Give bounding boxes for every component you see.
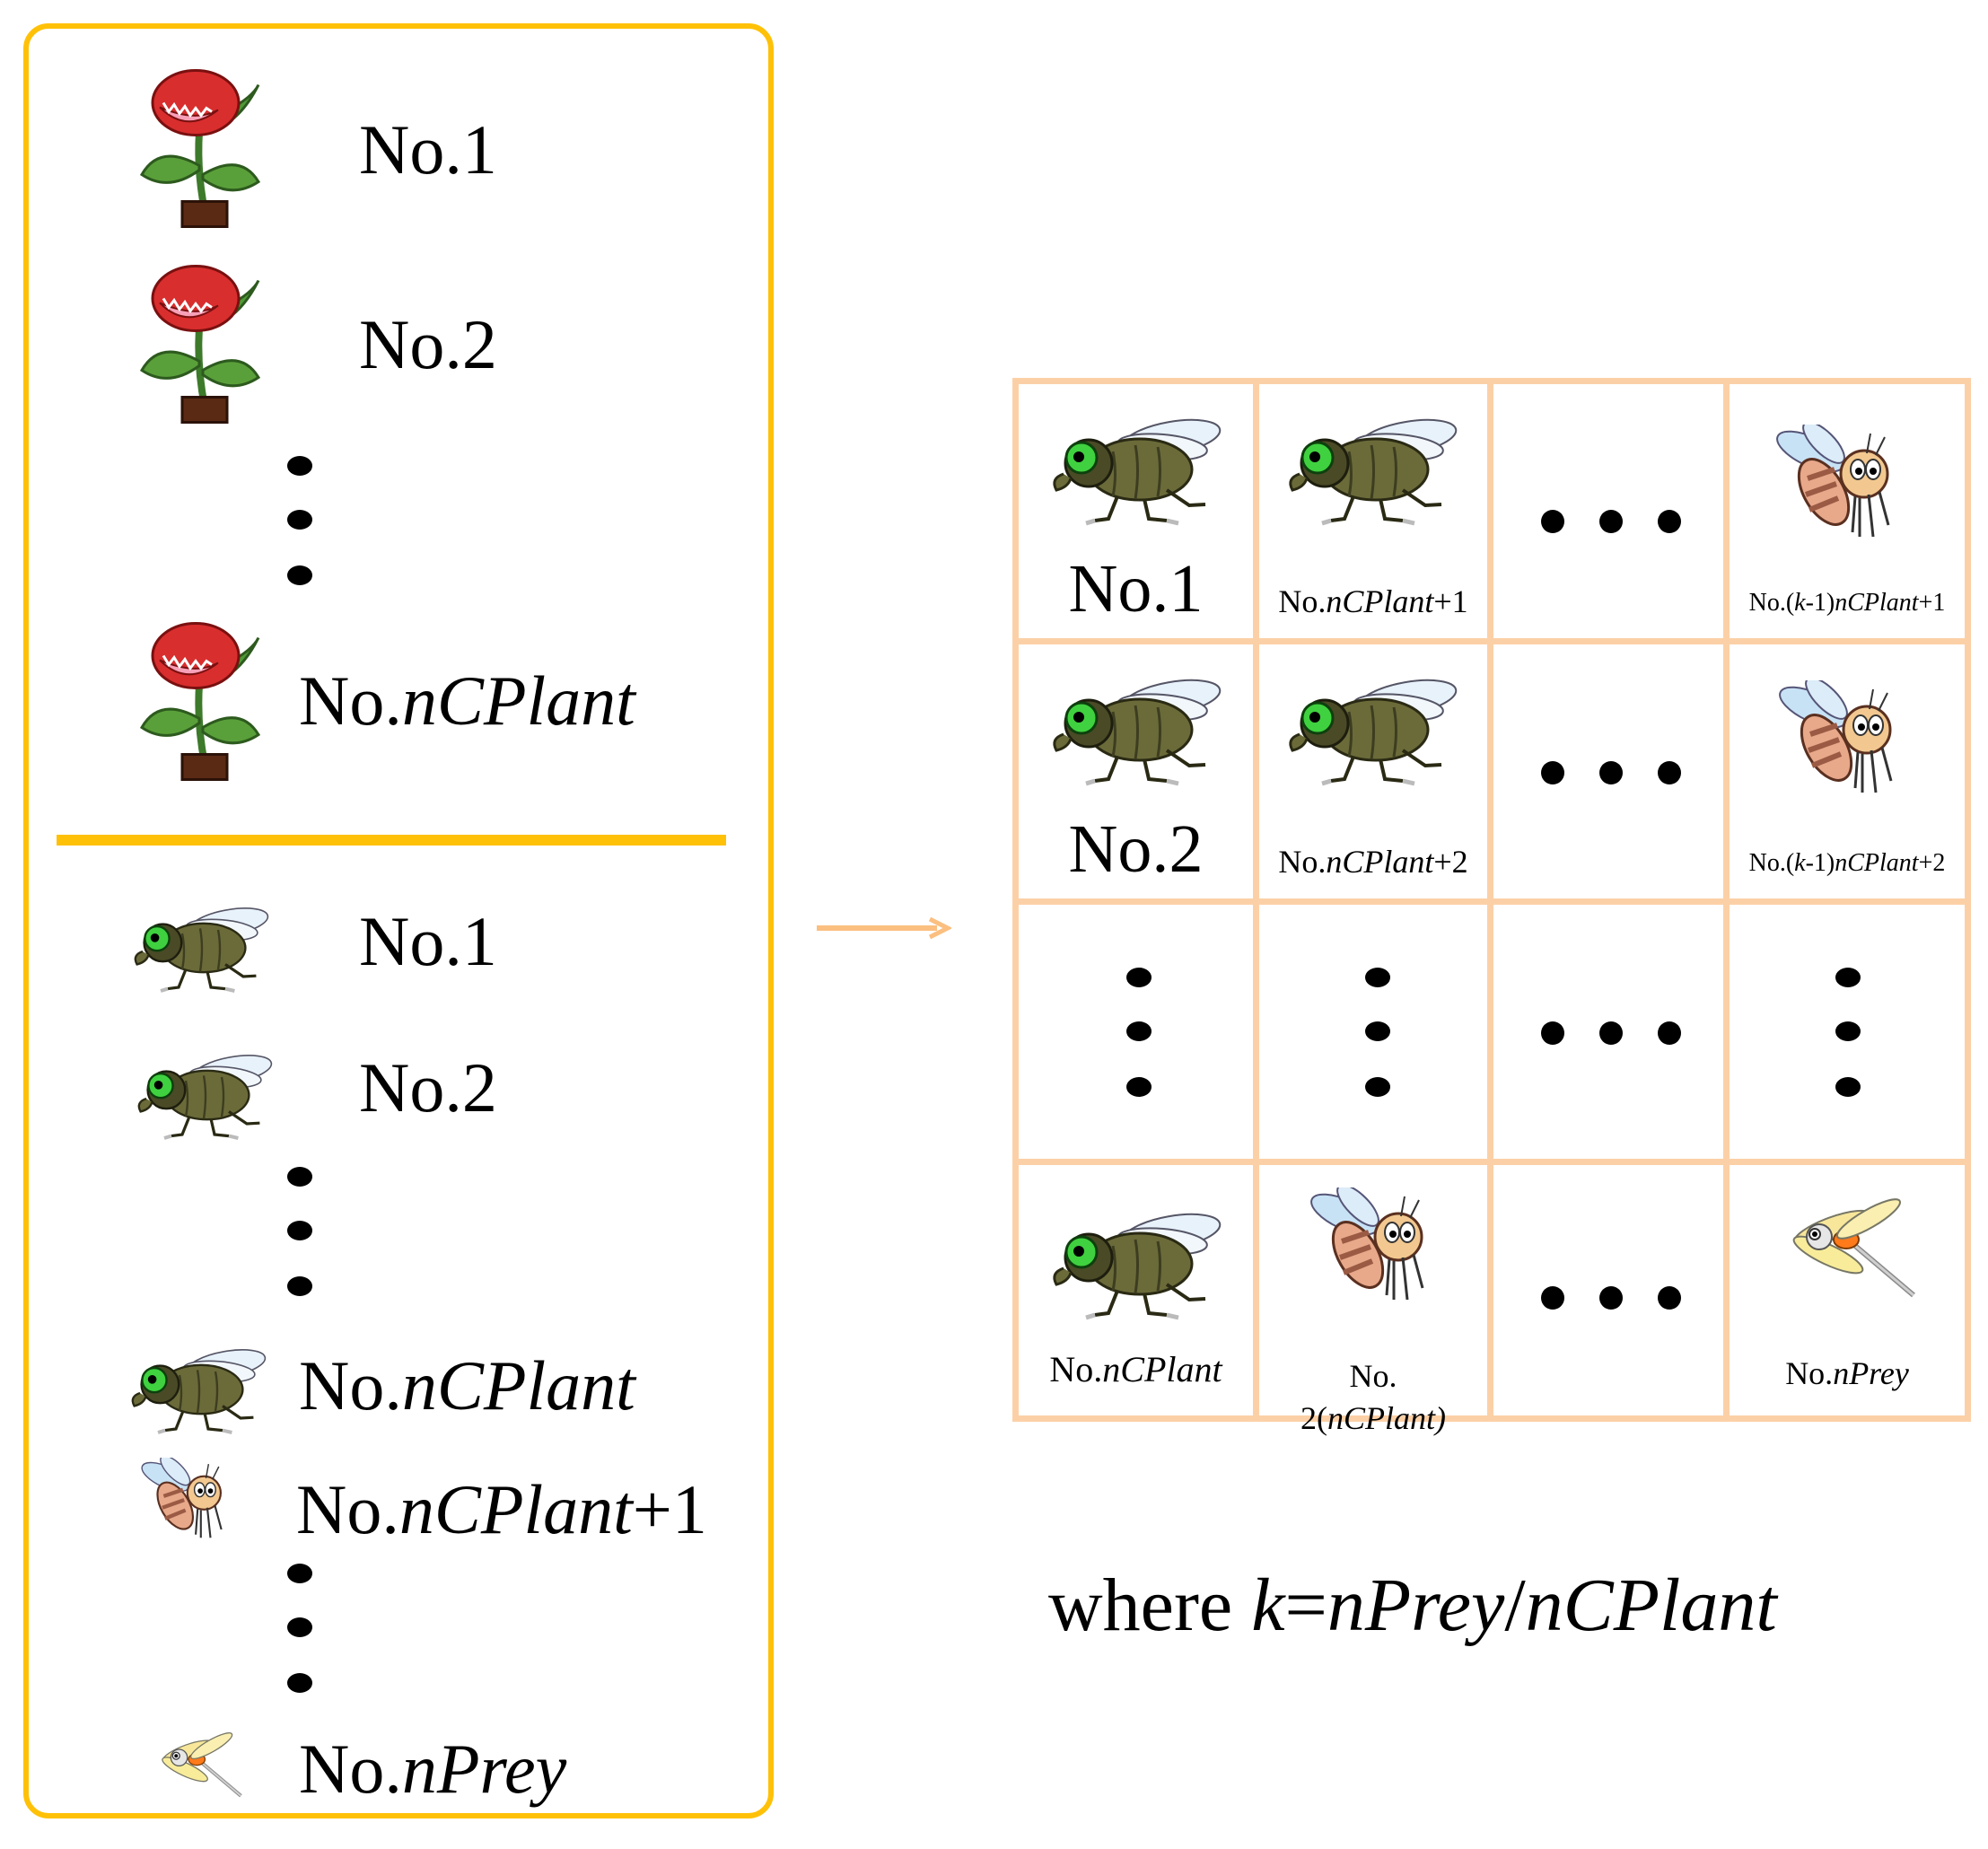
- cell-label: No.nCPlant+1: [1278, 583, 1468, 619]
- plant-label-ncplant: No.nCPlant: [299, 662, 635, 740]
- cell-label: No.nCPlant+2: [1278, 844, 1468, 880]
- panel-divider: [57, 835, 726, 846]
- fly-icon: [1046, 1205, 1225, 1322]
- grid-cell: No.1: [1012, 378, 1259, 644]
- dragonfly-icon: [153, 1731, 247, 1802]
- grid-cell: No.nCPlant+1: [1253, 378, 1493, 644]
- grid-cell: No.(k-1)nCPlant+2: [1723, 638, 1971, 905]
- fly-icon: [1046, 411, 1225, 528]
- fly-icon: [1282, 671, 1461, 788]
- cell-label: No.1: [1068, 551, 1204, 627]
- grid-cell: No.2(nCPlant): [1253, 1159, 1493, 1436]
- grid-cell: [1487, 1159, 1730, 1422]
- cell-label: No.2: [1068, 811, 1204, 887]
- formula-footnote: where k=nPrey/nCPlant: [1048, 1564, 1777, 1647]
- plant-label-2: No.2: [359, 305, 497, 383]
- cell-label: No.(k-1)nCPlant+2: [1748, 849, 1946, 877]
- grid-cell: No.(k-1)nCPlant+1: [1723, 378, 1971, 644]
- population-list-panel: [23, 23, 774, 1818]
- prey-label-2: No.2: [359, 1048, 497, 1126]
- plant-label-1: No.1: [359, 110, 497, 188]
- mosquito-icon: [1770, 425, 1914, 550]
- prey-label-ncplant-plus-1: No.nCPlant+1: [296, 1470, 707, 1548]
- cell-label: No.nCPlant: [1049, 1349, 1222, 1389]
- mosquito-icon: [1773, 680, 1916, 806]
- carnivorous-plant-icon: [133, 618, 267, 784]
- right-arrow-icon: [817, 916, 951, 940]
- fly-icon: [126, 1343, 269, 1436]
- mosquito-icon: [1304, 1187, 1448, 1313]
- prey-label-1: No.1: [359, 902, 497, 980]
- assignment-grid: No.1 No.nCPlant+1 No.(k-1)nCPlant+1 No.2…: [1012, 378, 1971, 1436]
- fly-icon: [132, 1048, 276, 1142]
- cell-label: No.nPrey: [1785, 1355, 1909, 1391]
- grid-cell: [1487, 898, 1730, 1165]
- grid-cell: No.2: [1012, 638, 1259, 905]
- prey-label-nprey: No.nPrey: [299, 1730, 567, 1808]
- grid-cell: [1723, 898, 1971, 1165]
- grid-cell: [1253, 898, 1493, 1165]
- grid-cell: [1487, 638, 1730, 905]
- grid-cell: No.nCPlant: [1012, 1159, 1259, 1422]
- fly-icon: [1282, 411, 1461, 528]
- grid-cell: [1012, 898, 1259, 1165]
- grid-cell: [1487, 378, 1730, 644]
- carnivorous-plant-icon: [133, 65, 267, 231]
- prey-label-ncplant: No.nCPlant: [299, 1346, 635, 1424]
- dragonfly-icon: [1779, 1196, 1922, 1304]
- cell-label: No.(k-1)nCPlant+1: [1748, 589, 1946, 617]
- grid-cell: No.nPrey: [1723, 1159, 1971, 1422]
- carnivorous-plant-icon: [133, 260, 267, 426]
- mosquito-icon: [136, 1458, 240, 1547]
- cell-label: No.2(nCPlant): [1301, 1358, 1446, 1436]
- grid-cell: No.nCPlant+2: [1253, 638, 1493, 905]
- fly-icon: [1046, 671, 1225, 788]
- fly-icon: [128, 901, 272, 995]
